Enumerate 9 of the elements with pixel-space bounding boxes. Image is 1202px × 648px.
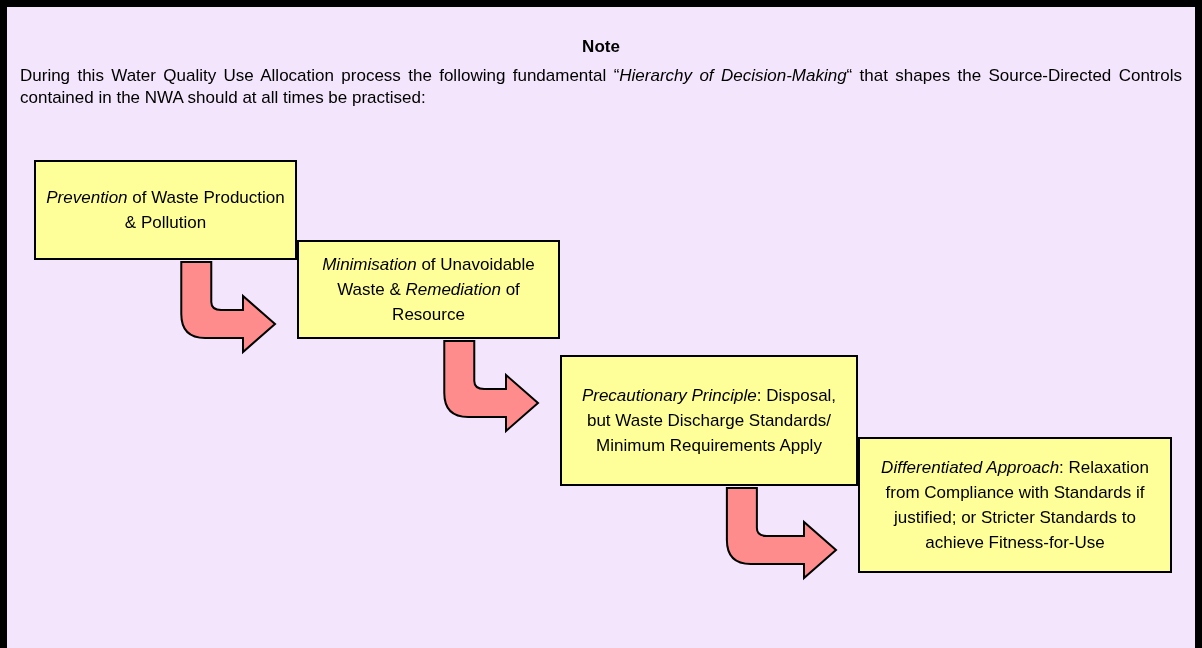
step-box: Prevention of Waste Production & Pollution — [34, 160, 297, 260]
note-paragraph: During this Water Quality Use Allocation process the following fundamental “Hierarchy of Decision-Making“ that shapes the Source-Directed Controls contained in the NWA should at all times be practised: — [20, 65, 1182, 109]
curved-block-arrow — [180, 261, 276, 353]
step-box: Precautionary Principle: Disposal, but Waste Discharge Standards/ Minimum Requirements Apply — [560, 355, 858, 486]
curved-block-arrow — [443, 340, 539, 432]
step-box: Minimisation of Unavoidable Waste & Remediation of Resource — [297, 240, 560, 339]
curved-block-arrow — [725, 487, 837, 579]
step-box: Differentiated Approach: Relaxation from Compliance with Standards if justified; or Stricter Standards to achieve Fitness-for-Use — [858, 437, 1172, 573]
note-heading: Note — [581, 37, 621, 57]
